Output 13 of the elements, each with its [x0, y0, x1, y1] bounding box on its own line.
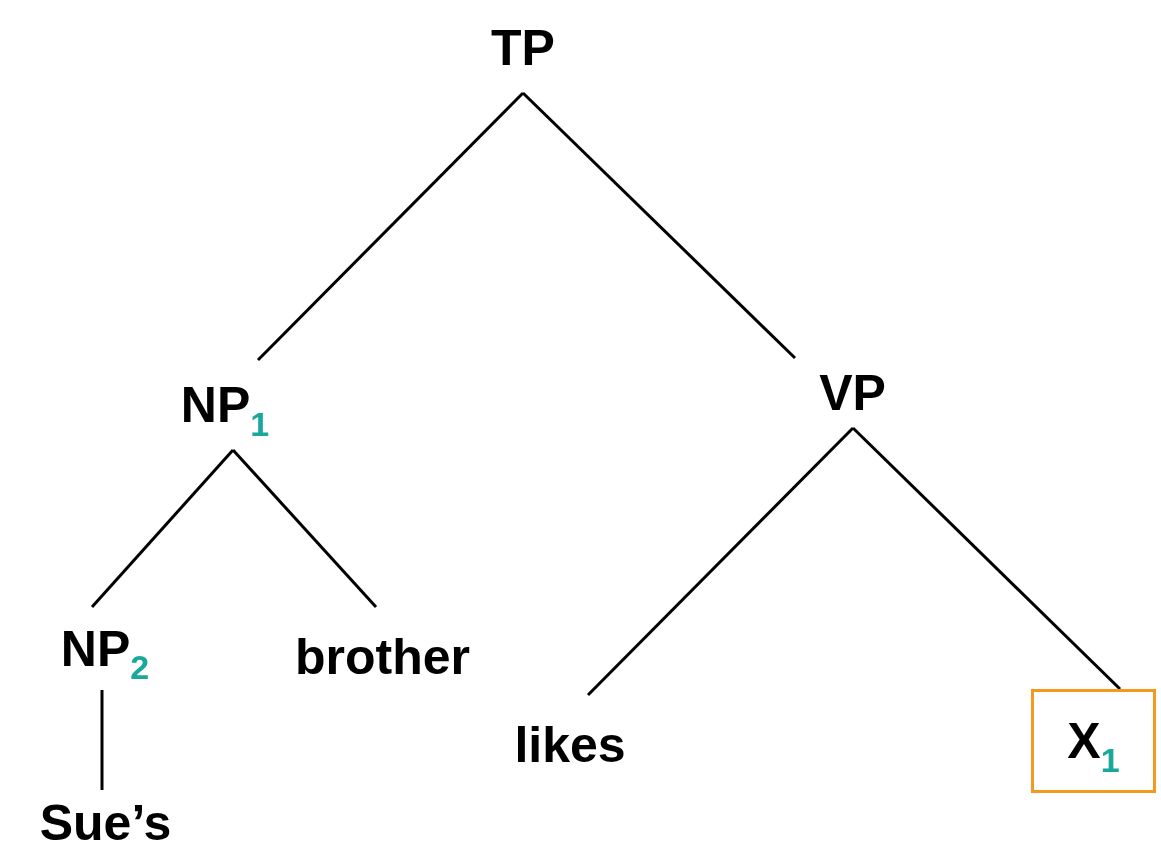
tree-branch-line [851, 426, 1122, 691]
tree-branch-line [521, 91, 797, 360]
node-label: TP [470, 2, 576, 93]
tree-branch-line [586, 426, 855, 697]
boxed-node-label: X$_{1}$ [1031, 689, 1156, 793]
tree-branch-line [90, 449, 235, 608]
node-label: VP [790, 358, 915, 428]
tree-branch-line [100, 690, 104, 790]
tree-branch-line [256, 91, 525, 362]
node-label: Sue’s [18, 790, 193, 856]
node-label: NP$_{1}$ [160, 360, 290, 450]
tree-branch-line [231, 449, 378, 608]
node-label: NP$_{2}$ [40, 607, 170, 690]
